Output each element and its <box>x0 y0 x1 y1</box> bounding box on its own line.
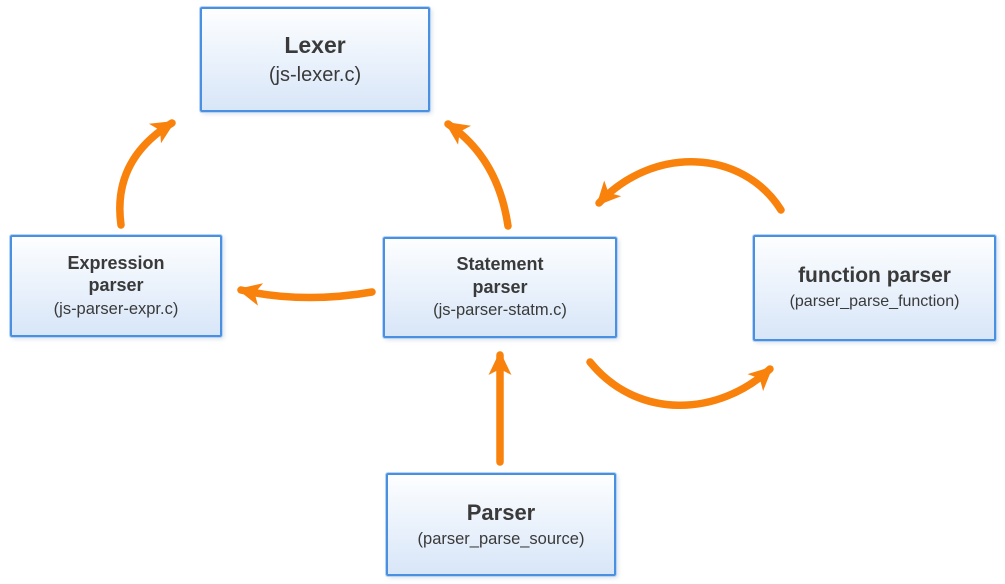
node-parser-subtitle: (parser_parse_source) <box>417 529 585 548</box>
node-statement-parser: Statement parser (js-parser-statm.c) <box>383 237 617 338</box>
edge-statement-parser-to-lexer <box>444 120 512 230</box>
node-expression-parser-title: Expression parser <box>67 252 165 296</box>
edge-expression-parser-to-lexer <box>116 119 176 229</box>
edge-function-parser-to-statement-parser <box>595 158 785 214</box>
node-expression-parser-subtitle: (js-parser-expr.c) <box>53 299 179 318</box>
node-statement-parser-title: Statement parser <box>456 254 544 297</box>
node-lexer-subtitle: (js-lexer.c) <box>268 63 362 86</box>
node-statement-parser-subtitle: (js-parser-statm.c) <box>433 301 567 320</box>
node-lexer-title: Lexer <box>284 32 346 59</box>
node-function-parser-subtitle: (parser_parse_function) <box>789 292 960 310</box>
node-expression-parser: Expression parser (js-parser-expr.c) <box>10 235 222 337</box>
node-parser-title: Parser <box>466 500 536 526</box>
edge-statement-parser-to-expression-parser <box>237 283 376 306</box>
node-function-parser: function parser (parser_parse_function) <box>753 235 996 341</box>
node-parser: Parser (parser_parse_source) <box>386 473 616 576</box>
edge-statement-parser-to-function-parser <box>586 358 774 409</box>
node-lexer: Lexer (js-lexer.c) <box>200 7 430 112</box>
node-function-parser-title: function parser <box>798 264 951 288</box>
